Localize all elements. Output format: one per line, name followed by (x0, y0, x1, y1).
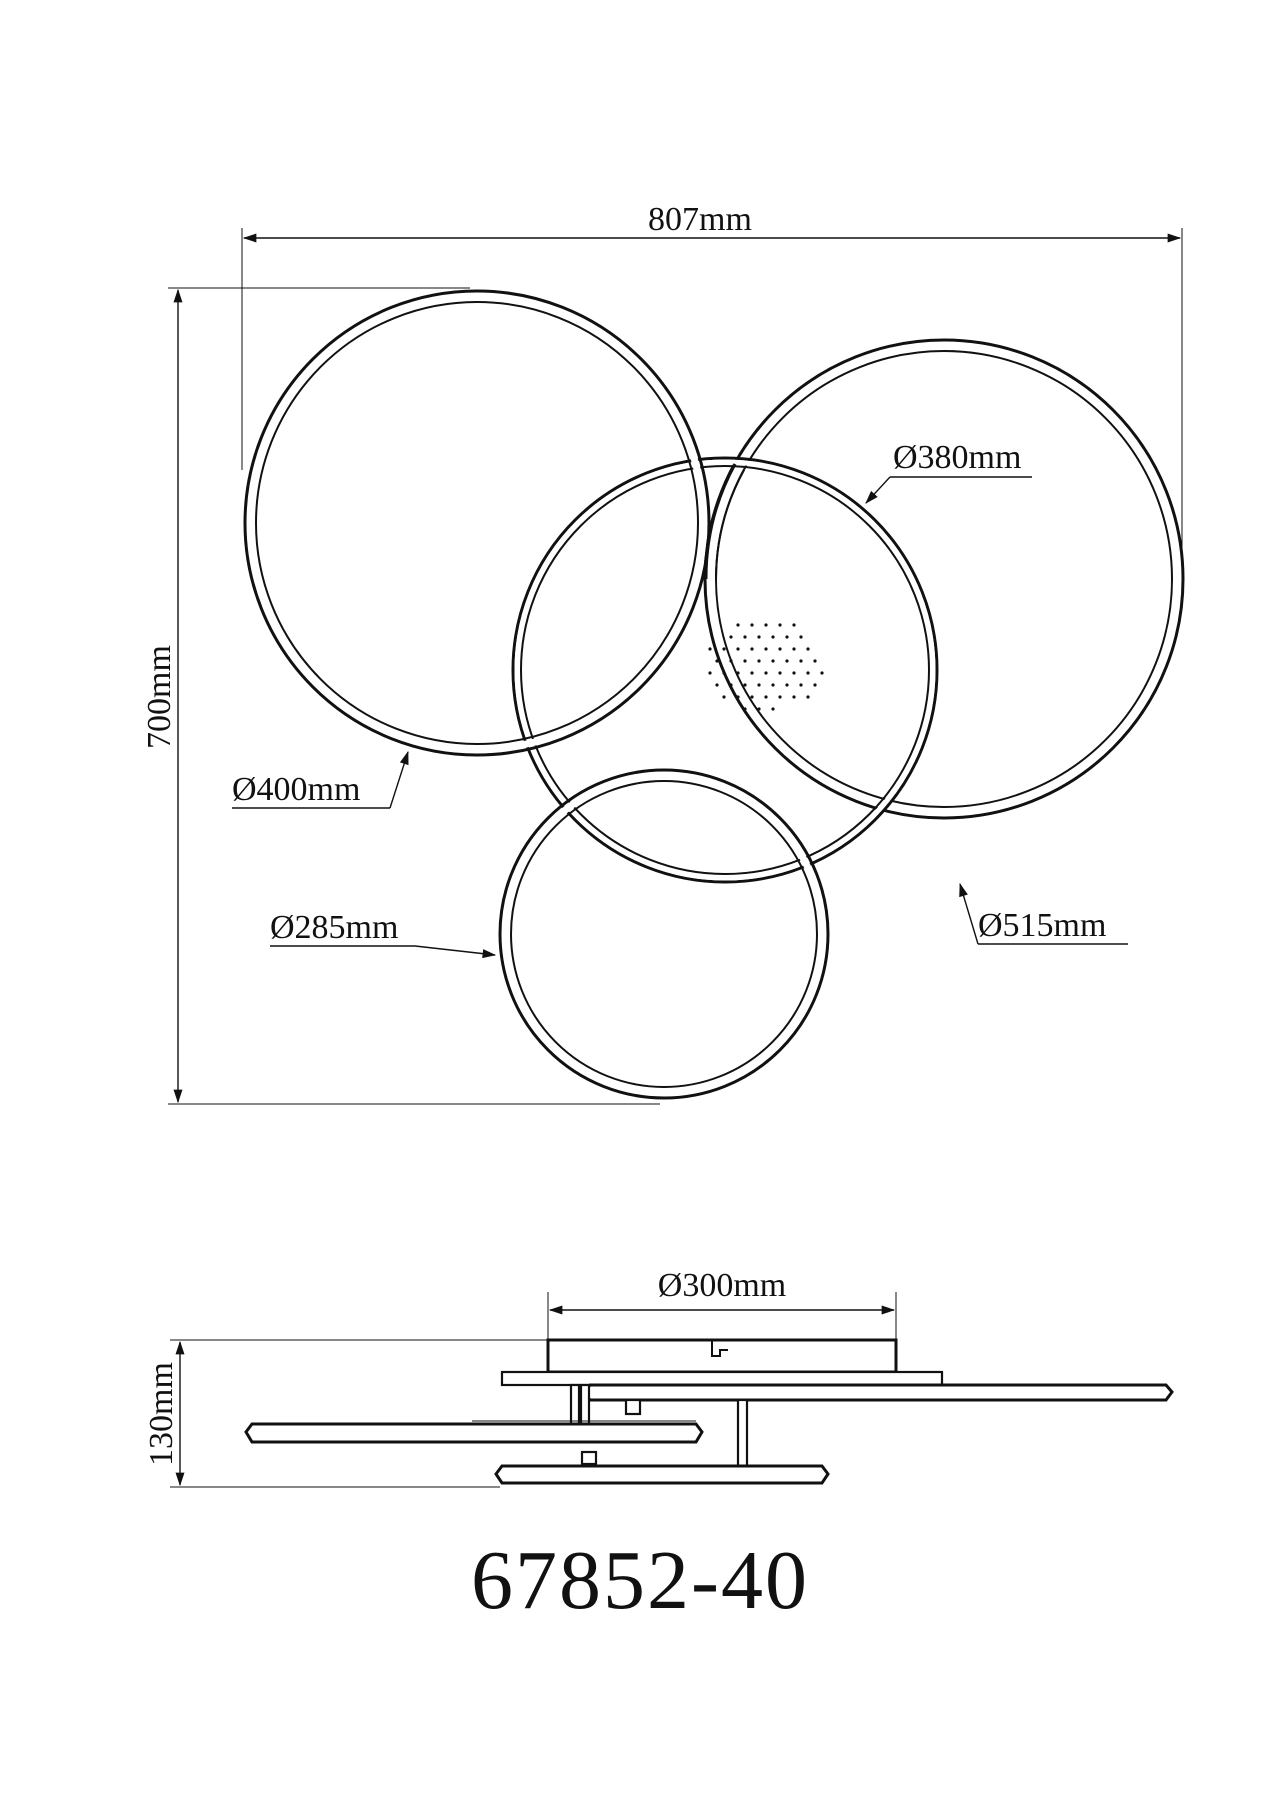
canopy-label: Ø300mm (658, 1267, 786, 1304)
speaker-dot (820, 671, 824, 675)
speaker-dot (764, 623, 768, 627)
speaker-dot (722, 647, 726, 651)
speaker-dot (736, 623, 740, 627)
speaker-dot (806, 671, 810, 675)
ring-center-callout: Ø380mm (865, 439, 1032, 504)
speaker-dot (764, 695, 768, 699)
speaker-dot (708, 671, 712, 675)
ring-top-left (243, 289, 711, 757)
speaker-dot (764, 647, 768, 651)
side-view: Ø300mm 130mm (143, 1267, 1174, 1488)
speaker-dot (722, 695, 726, 699)
speaker-dot (792, 623, 796, 627)
speaker-dot (778, 671, 782, 675)
speaker-dot (715, 683, 719, 687)
ring-center-label: Ø380mm (893, 439, 1021, 476)
speaker-dot (792, 647, 796, 651)
width-label: 807mm (648, 201, 752, 238)
ring-large-right-callout: Ø515mm (959, 882, 1128, 945)
speaker-dot (729, 683, 733, 687)
speaker-dot (799, 683, 803, 687)
speaker-dot (757, 659, 761, 663)
ring-profile-bottom (494, 1464, 830, 1485)
side-height-label: 130mm (143, 1362, 180, 1466)
speaker-dot (750, 695, 754, 699)
speaker-dot (792, 695, 796, 699)
speaker-dot (778, 647, 782, 651)
ring-small-bottom-callout: Ø285mm (270, 909, 497, 959)
ring-small-bottom-label: Ø285mm (270, 909, 398, 946)
speaker-dot (743, 635, 747, 639)
speaker-dot (778, 695, 782, 699)
speaker-dot (736, 671, 740, 675)
speaker-grille (708, 623, 824, 711)
top-view: 807mm 700mm (141, 201, 1185, 1105)
speaker-dot (750, 647, 754, 651)
speaker-dot (771, 635, 775, 639)
ring-profile-left (244, 1422, 704, 1444)
canopy-dimension: Ø300mm (547, 1267, 897, 1352)
speaker-dot (813, 683, 817, 687)
speaker-dot (771, 683, 775, 687)
speaker-dot (729, 659, 733, 663)
model-number: 67852-40 (471, 1534, 809, 1627)
speaker-dot (736, 695, 740, 699)
speaker-dot (806, 647, 810, 651)
ring-top-left-callout: Ø400mm (232, 750, 409, 809)
height-dimension: 700mm (141, 287, 660, 1105)
speaker-dot (750, 623, 754, 627)
speaker-dot (778, 623, 782, 627)
speaker-dot (757, 635, 761, 639)
speaker-dot (736, 647, 740, 651)
speaker-dot (722, 671, 726, 675)
speaker-dot (785, 635, 789, 639)
speaker-dot (799, 659, 803, 663)
speaker-dot (750, 671, 754, 675)
ring-center (511, 456, 939, 884)
speaker-dot (799, 635, 803, 639)
speaker-dot (708, 647, 712, 651)
ring-large-right-label: Ø515mm (978, 907, 1106, 944)
speaker-dot (771, 659, 775, 663)
canopy (546, 1338, 898, 1374)
speaker-dot (715, 659, 719, 663)
speaker-dot (757, 707, 761, 711)
speaker-dot (785, 659, 789, 663)
width-dimension: 807mm (241, 201, 1183, 585)
ring-profile-large (582, 1383, 1174, 1402)
ring-large-right (703, 338, 1185, 820)
speaker-dot (743, 707, 747, 711)
speaker-dot (757, 683, 761, 687)
ring-large-right-overlap (704, 463, 745, 580)
mounting-plate (500, 1370, 944, 1387)
speaker-dot (792, 671, 796, 675)
side-height-dimension: 130mm (143, 1339, 548, 1488)
ring-small-bottom (498, 768, 830, 1100)
speaker-dot (743, 659, 747, 663)
speaker-dot (806, 695, 810, 699)
speaker-dot (813, 659, 817, 663)
speaker-dot (729, 635, 733, 639)
speaker-dot (771, 707, 775, 711)
speaker-dot (764, 671, 768, 675)
speaker-dot (785, 683, 789, 687)
speaker-dot (743, 683, 747, 687)
height-label: 700mm (141, 645, 178, 749)
ring-top-left-label: Ø400mm (232, 771, 360, 808)
